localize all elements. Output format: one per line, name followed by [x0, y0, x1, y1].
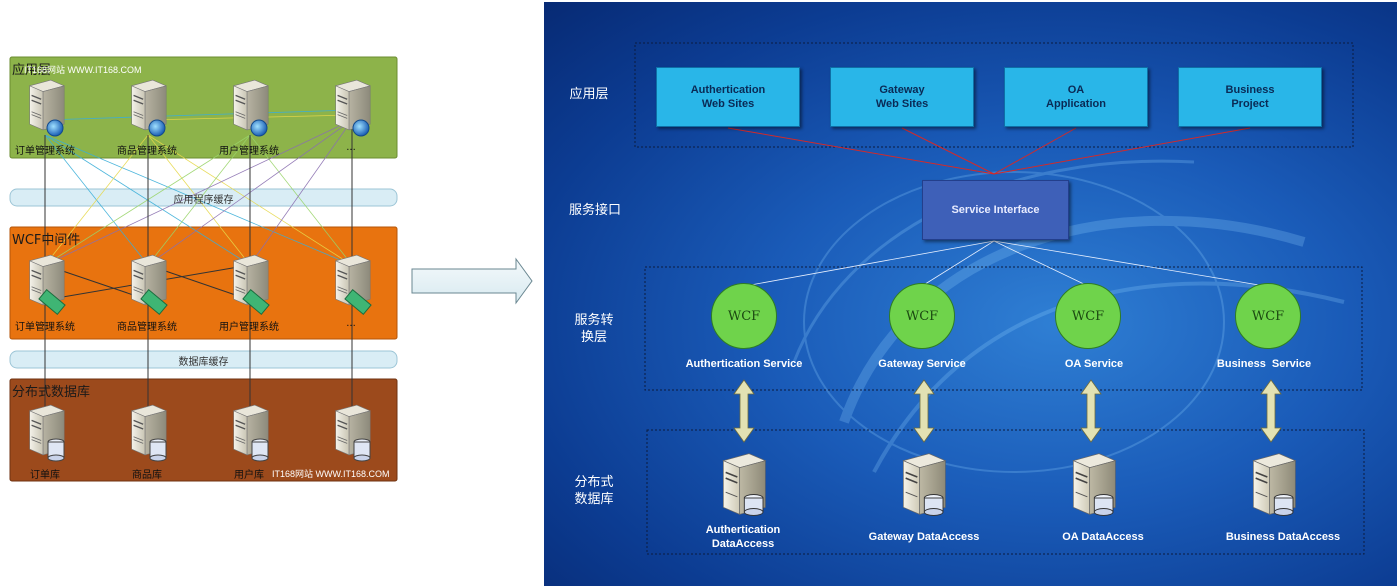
data-access-authertication: Authertication DataAccess	[705, 524, 781, 550]
db-cache-label: 数据库缓存	[178, 357, 229, 368]
db-server-label-1: 订单库	[30, 470, 60, 481]
app-layer-servers	[28, 79, 371, 137]
db-layer-title: 分布式数据库	[12, 385, 91, 400]
wcf-server-label-2: 商品管理系统	[117, 322, 177, 333]
double-arrows	[733, 379, 1282, 443]
app-cache-label: 应用程序缓存	[173, 195, 234, 206]
wcf-circle-4: WCF	[1235, 283, 1301, 349]
service-interface-box: Service Interface	[922, 180, 1069, 240]
right-architecture-diagram: 应用层 服务接口 服务转 换层 分布式 数据库 Authertication W…	[544, 2, 1397, 586]
layer-label-interface: 服务接口	[568, 203, 621, 218]
app-layer-title: 应用层	[12, 63, 52, 78]
app-server-label-4: ...	[346, 142, 356, 153]
layer-label-db: 分布式 数据库	[574, 475, 614, 507]
db-server-label-2: 商品库	[132, 470, 162, 481]
service-name-authertication: Authertication Service	[685, 358, 803, 370]
wcf-layer-title: WCF中间件	[12, 233, 81, 248]
db-layer-watermark: IT168网站 WWW.IT168.COM	[272, 469, 390, 479]
db-layer-container	[646, 429, 1365, 555]
app-box-authertication: Authertication Web Sites	[656, 67, 800, 127]
app-layer-band	[9, 56, 398, 159]
interface-to-wcf-lines	[744, 240, 1266, 287]
wcf-layer-servers	[28, 254, 372, 316]
data-access-gateway: Gateway DataAccess	[868, 531, 980, 543]
app-layer-watermark: IT168网站 WWW.IT168.COM	[24, 65, 142, 75]
left-architecture-diagram	[9, 56, 398, 482]
wcf-server-label-1: 订单管理系统	[15, 322, 75, 333]
wcf-circle-1: WCF	[711, 283, 777, 349]
transform-arrow-icon	[411, 257, 533, 305]
data-access-oa: OA DataAccess	[1062, 531, 1144, 543]
app-server-label-2: 商品管理系统	[117, 146, 177, 157]
app-box-gateway: Gateway Web Sites	[830, 67, 974, 127]
app-to-interface-lines	[727, 127, 1251, 175]
service-name-gateway: Gateway Service	[878, 358, 966, 370]
data-access-servers	[722, 452, 1297, 517]
db-cache-band	[9, 350, 398, 369]
app-box-oa: OA Application	[1004, 67, 1148, 127]
layer-label-transform: 服务转 换层	[574, 313, 614, 345]
data-access-business: Business DataAccess	[1225, 531, 1341, 543]
db-layer-servers	[28, 404, 371, 462]
service-name-business: Business Service	[1216, 358, 1312, 370]
db-layer-band	[9, 378, 398, 482]
wcf-circle-2: WCF	[889, 283, 955, 349]
service-name-oa: OA Service	[1064, 358, 1124, 370]
app-box-business: Business Project	[1178, 67, 1322, 127]
wcf-circle-3: WCF	[1055, 283, 1121, 349]
db-server-label-3: 用户库	[234, 470, 264, 481]
app-layer-container	[634, 42, 1354, 148]
wcf-server-label-4: ...	[346, 318, 356, 329]
wcf-layer-band	[9, 226, 398, 340]
app-server-label-1: 订单管理系统	[15, 146, 75, 157]
wcf-server-label-3: 用户管理系统	[219, 322, 279, 333]
app-server-label-3: 用户管理系统	[219, 146, 279, 157]
layer-label-app: 应用层	[569, 87, 609, 102]
